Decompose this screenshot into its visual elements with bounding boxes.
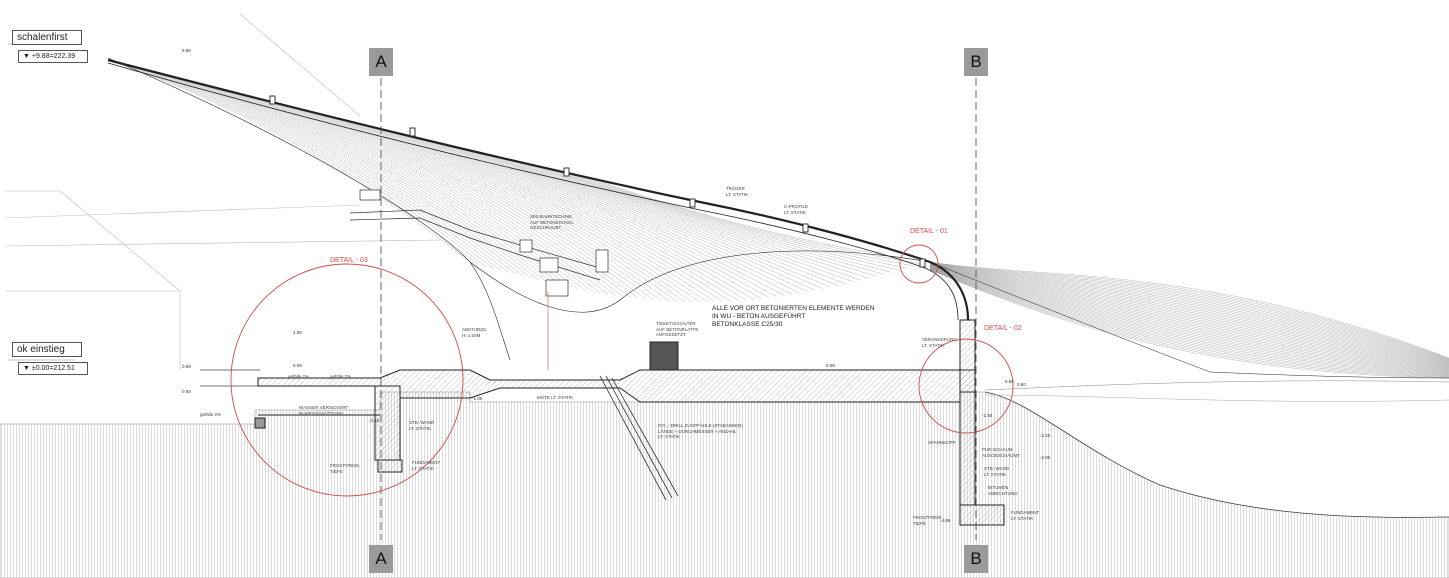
detail-label-02[interactable]: DETAIL - 02 — [984, 325, 1022, 332]
note-drill: DYI. - DRILL ZUGPFÄHLE (STABANKER) LÄNGE… — [658, 423, 743, 440]
note-line: AUFGESETZT — [656, 332, 686, 337]
note-line: AUF BETONPLATTE — [656, 326, 699, 332]
note-line: GESCHRAUBT — [530, 225, 562, 230]
context-lines — [4, 13, 441, 370]
note-line: LT. STATIK — [658, 434, 681, 439]
note-line: ABSTURZS. — [462, 327, 488, 332]
note-line: SEILBAHNTECHNIK — [530, 214, 573, 219]
level-label-top: schalenfirst — [12, 30, 82, 45]
dim-label: 0.50 — [182, 389, 191, 394]
detail-label-03[interactable]: DETAIL - 03 — [330, 257, 368, 264]
note-line: FROSTFREIE- — [913, 515, 943, 520]
note-gefaelle-3: gefälle 2% — [200, 412, 222, 417]
shell-mesh — [107, 59, 1449, 379]
note-line: PUR-SCHAUM — [982, 447, 1013, 452]
note-line: LÄNGE + DURCHMESSER + ANZAHL — [658, 428, 737, 434]
note-line: VERANKERUNG — [922, 337, 957, 342]
dim-label: 0.00 — [182, 364, 191, 369]
dim-label: -1.00 — [472, 396, 483, 401]
dim-label: 1.00 — [293, 330, 302, 335]
concrete-note: ALLE VOR ORT BETONIERTEN ELEMENTE WERDEN… — [712, 305, 874, 329]
note-line: LT. STATIK — [409, 425, 432, 431]
note-stb-left: STB.-WAND LT. STATIK — [409, 420, 434, 431]
note-traeger: TRÄGER LT. STATIK — [726, 186, 748, 197]
shell-edge — [107, 57, 1449, 379]
section-marker-b-bottom[interactable]: B — [964, 545, 988, 573]
dim-label: 0.00 — [293, 363, 302, 368]
dim-label: -4.86 — [940, 518, 951, 523]
note-line: DYI. - DRILL ZUGPFÄHLE (STABANKER) — [658, 423, 743, 428]
note-frost-right: FROSTFREIE- TIEFE — [913, 515, 943, 526]
section-lines — [380, 78, 977, 540]
concrete-note-line: BETONKLASSE C25/30 — [712, 321, 783, 328]
level-leaders — [8, 43, 75, 361]
note-wasser: WASSER VERSICKERT IN KIESSCHÜTTUNG — [299, 405, 348, 416]
note-line: LT. STATIK — [984, 471, 1007, 477]
note-line: IN KIESSCHÜTTUNG — [299, 410, 344, 416]
dim-label: 0.60 — [1017, 382, 1026, 387]
dim-label: -1.50 — [982, 413, 993, 418]
level-label-ground: ok einstieg — [12, 342, 82, 357]
note-seilbahn: SEILBAHNTECHNIK AUF BETONSOCKEL GESCHRAU… — [530, 214, 574, 231]
section-marker-a-top[interactable]: A — [369, 48, 393, 76]
shell-joints — [269, 95, 926, 268]
note-frost-left: FROSTFREIE- TIEFE — [330, 463, 360, 474]
ground-anchors — [599, 375, 679, 501]
ropeway-machinery — [349, 189, 609, 370]
ground-hatch — [0, 391, 1449, 578]
note-line: WASSER VERSICKERT — [299, 405, 349, 410]
note-line: ABDICHTUNG — [988, 490, 1018, 496]
note-mute: MUTE LT. STATIK — [537, 395, 574, 400]
concrete-note-line: ALLE VOR ORT BETONIERTEN ELEMENTE WERDEN — [712, 305, 875, 312]
dim-label: -2.20 — [1040, 433, 1051, 438]
note-line: C-PROFILE — [784, 204, 809, 209]
note-line: LT. STATIK — [922, 342, 945, 348]
note-line: TRÄGER — [726, 186, 745, 191]
note-ticket: TICKETSCHALTER AUF BETONPLATTE AUFGESETZ… — [656, 321, 698, 338]
note-gefaelle-1: gefälle 2% — [288, 374, 310, 379]
note-line: TIEFE — [330, 468, 343, 474]
detail-circles — [230, 244, 1014, 497]
note-fund-right: FUNDAMENT LT. STATIK — [1011, 510, 1039, 521]
note-line: STB.-WAND — [984, 466, 1010, 471]
note-verankerung: VERANKERUNG LT. STATIK — [922, 337, 957, 348]
note-bitumen: BITUMEN ABDICHTUNG — [988, 485, 1018, 496]
note-fund-left: FUNDAMENT LT. STATIK — [412, 460, 440, 471]
note-pur: PUR-SCHAUM AUSGESCHÄUMT — [982, 447, 1020, 458]
note-cprofile: C-PROFILE LT. STATIK — [784, 204, 808, 215]
section-marker-a-bottom[interactable]: A — [369, 545, 393, 573]
note-line: LT. STATIK — [726, 191, 749, 197]
note-line: STB.-WAND — [409, 420, 435, 425]
note-stb-right: STB.-WAND LT. STATIK — [984, 466, 1009, 477]
dim-label: -3.15 — [369, 418, 380, 423]
section-marker-b-top[interactable]: B — [964, 48, 988, 76]
concrete-note-line: IN WU - BETON AUSGEFÜHRT — [712, 313, 806, 320]
note-absturz: ABSTURZS. H=1.00M — [462, 327, 487, 338]
note-line: FUNDAMENT — [1011, 510, 1040, 515]
note-line: AUSGESCHÄUMT — [982, 452, 1021, 458]
dim-label: 0.00 — [826, 363, 835, 368]
dim-label: -2.90 — [1040, 455, 1051, 460]
elevation-top: ▼ +9.88=222.39 — [18, 50, 88, 63]
detail-label-01[interactable]: DETAIL - 01 — [910, 228, 948, 235]
note-line: AUF BETONSOCKEL — [530, 219, 574, 225]
note-line: H=1.00M — [462, 332, 481, 338]
note-line: TICKETSCHALTER — [656, 321, 696, 326]
note-line: FROSTFREIE- — [330, 463, 360, 468]
note-line: TIEFE — [913, 520, 926, 526]
note-line: LT. STATIK — [1011, 515, 1034, 521]
dim-label: 9.88 — [182, 48, 191, 53]
terrain-lines — [200, 369, 1449, 518]
note-line: BITUMEN — [988, 485, 1009, 490]
dim-label: 0.50 — [1005, 379, 1014, 384]
note-line: LT. STATIK — [412, 465, 435, 471]
note-line: LT. STATIK — [784, 209, 807, 215]
note-spannkopf: SPANNKOPF — [928, 440, 956, 445]
elevation-ground: ▼ ±0.00=212.51 — [18, 362, 88, 375]
note-gefaelle-2: gefälle 2% — [330, 374, 352, 379]
note-line: FUNDAMENT — [412, 460, 441, 465]
